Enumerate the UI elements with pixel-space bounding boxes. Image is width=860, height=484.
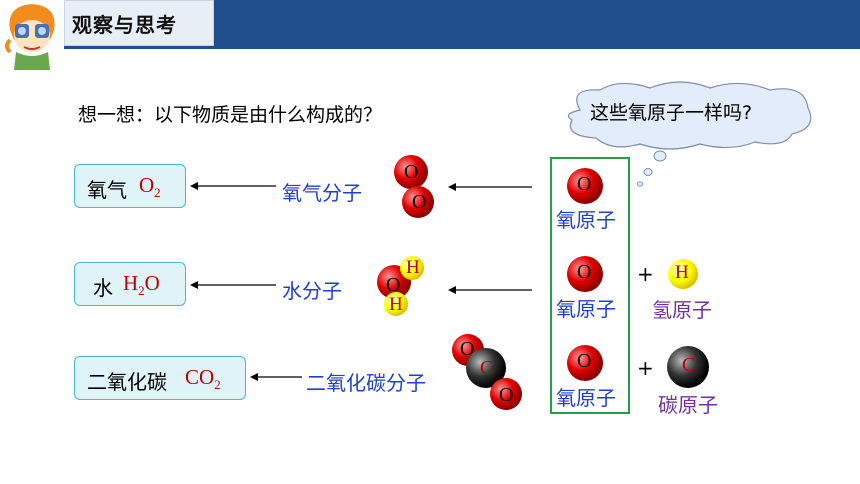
plus-sign: + (637, 262, 654, 286)
arrow-left (190, 281, 276, 289)
arrow-left (448, 183, 532, 191)
page-title: 观察与思考 (72, 13, 177, 37)
atom-symbol: O (404, 161, 419, 183)
thought-bubble (567, 81, 812, 187)
atom-symbol: H (406, 257, 420, 278)
atom-symbol: H (675, 262, 689, 283)
oxygen-atom-label: 氧原子 (556, 297, 616, 321)
carbon-atom-icon (667, 346, 709, 388)
carbon-atom-label: 碳原子 (658, 393, 718, 417)
oxygen-atom-label: 氧原子 (556, 208, 616, 232)
atom-symbol: O (412, 191, 427, 213)
formula-symbol: CO2 (185, 365, 221, 393)
oxygen-atom-label: 氧原子 (556, 386, 616, 410)
hydrogen-atom-icon (668, 259, 698, 289)
oxygen-atom-icon (567, 256, 603, 292)
header-bar (214, 0, 860, 46)
atom-symbol: O (577, 350, 592, 372)
water-molecule-icon (377, 256, 424, 316)
atom-symbol: O (577, 261, 592, 283)
molecule-label-oxygen: 氧气分子 (282, 181, 362, 205)
header-underline (64, 46, 860, 49)
oxygen-atoms-box (550, 157, 630, 414)
header-tab (64, 0, 214, 46)
atom-symbol: H (389, 294, 403, 315)
plus-sign: + (637, 356, 654, 380)
binoculars-kid-icon (5, 4, 55, 70)
atom-symbol: C (480, 357, 494, 379)
oxygen-atom-icon (567, 168, 603, 204)
molecule-label-water: 水分子 (282, 279, 342, 303)
substance-name: 二氧化碳 (87, 370, 167, 394)
arrow-left (190, 182, 276, 190)
substance-name: 氧气 (87, 178, 127, 202)
arrow-left (250, 373, 302, 381)
atom-symbol: O (460, 338, 475, 360)
thought-bubble-text: 这些氧原子一样吗? (590, 102, 753, 124)
formula-symbol: H2O (123, 271, 160, 299)
formula-box-water: 水 H2O (74, 262, 186, 306)
atom-symbol: O (499, 384, 514, 406)
oxygen-molecule-icon (394, 155, 434, 218)
formula-box-co2: 二氧化碳 CO2 (74, 356, 246, 400)
atom-symbol: C (682, 354, 696, 376)
atom-symbol: O (577, 173, 592, 195)
molecule-label-co2: 二氧化碳分子 (306, 371, 426, 395)
hydrogen-atom-label: 氢原子 (652, 298, 712, 322)
arrow-left (448, 286, 532, 294)
question-text: 想一想：以下物质是由什么构成的？ (78, 104, 383, 126)
atom-symbol: O (386, 274, 401, 296)
substance-name: 水 (93, 276, 113, 300)
co2-molecule-icon (452, 334, 522, 410)
formula-symbol: O2 (139, 173, 161, 201)
formula-box-oxygen: 氧气 O2 (74, 164, 186, 208)
oxygen-atom-icon (567, 345, 603, 381)
